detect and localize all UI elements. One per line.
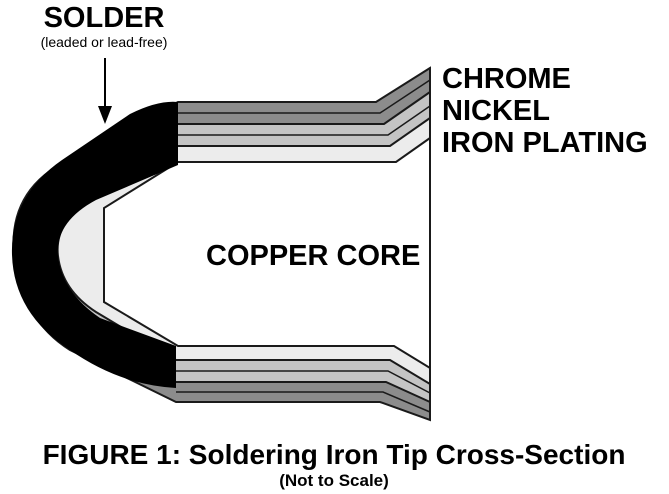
solder-note-label: (leaded or lead-free) (41, 34, 168, 50)
tip-cross-section (11, 66, 431, 422)
top-band-lines (178, 79, 431, 136)
solder-label: SOLDER (44, 2, 165, 34)
chrome-label: CHROME (442, 63, 571, 95)
figure-caption-subtitle: (Not to Scale) (279, 471, 389, 490)
bottom-band-lines (176, 370, 431, 413)
iron-plating-label: IRON PLATING (442, 127, 648, 159)
figure-caption-title: FIGURE 1: Soldering Iron Tip Cross-Secti… (43, 439, 626, 470)
nickel-label: NICKEL (442, 95, 550, 127)
solder-arrow (98, 58, 112, 124)
solder-layer (11, 101, 178, 388)
copper-core-region (103, 136, 431, 370)
copper-core-label: COPPER CORE (206, 240, 420, 272)
